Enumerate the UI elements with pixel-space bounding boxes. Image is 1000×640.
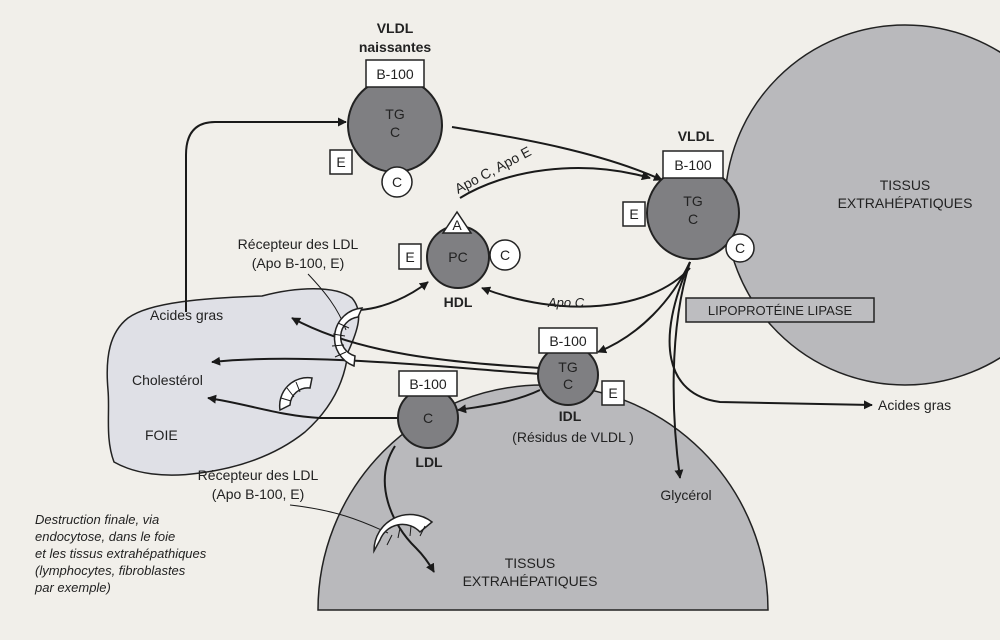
ldl-to-tissue-arrow: [383, 445, 435, 573]
idl-subtitle: (Résidus de VLDL ): [512, 429, 634, 445]
liver-to-hdl-arrow: [359, 281, 429, 311]
nascent-vldl-apo-e-label: E: [336, 154, 345, 170]
receptor-top: [333, 307, 364, 368]
hdl-pc-label: PC: [448, 249, 467, 265]
hdl-particle: A PC E C HDL: [398, 210, 521, 310]
ldl-c-label: C: [423, 410, 433, 426]
receptor-bottom-leader: [289, 504, 389, 534]
vldl-to-glycerol-arrow: [672, 261, 691, 479]
vldl-apo-b100-box: [662, 150, 724, 179]
fatty-acids-output-label: Acides gras: [878, 397, 951, 413]
idl-to-liver-cholesterol-arrow: [211, 356, 541, 375]
vldl-to-hdl-apo-c-arrow: [481, 267, 691, 308]
liver-fatty-acids-label: Acides gras: [150, 307, 223, 323]
idl-tg-label: TG: [558, 359, 577, 375]
nascent-vldl-title-1: VLDL: [377, 20, 414, 36]
vldl-to-fatty-acids-arrow: [668, 261, 873, 410]
apo-c-return-label: Apo C: [547, 295, 585, 310]
note-line-5: par exemple): [34, 580, 111, 595]
liver-label: FOIE: [145, 427, 178, 443]
idl-apo-b100-box: [538, 327, 598, 354]
vldl-to-idl-arrow: [597, 261, 691, 354]
tissue-right-label-1: TISSUS: [880, 177, 931, 193]
idl-to-liver-fatty-acids-arrow: [291, 317, 541, 369]
idl-to-ldl-arrow: [457, 389, 541, 414]
apo-transfer-arrow: [459, 167, 651, 199]
idl-apo-e-box: [601, 380, 625, 406]
liver-shape: [106, 288, 360, 476]
hdl-apo-e-label: E: [405, 249, 414, 265]
liver-to-nascent-vldl-arrow: [185, 117, 347, 312]
tissue-bottom-label-2: EXTRAHÉPATIQUES: [463, 573, 598, 589]
vldl-apo-c-label: C: [735, 240, 745, 256]
note-line-3: et les tissus extrahépathiques: [35, 546, 207, 561]
hdl-apo-e-box: [398, 243, 422, 270]
note-line-2: endocytose, dans le foie: [35, 529, 175, 544]
tissue-bottom-label-1: TISSUS: [505, 555, 556, 571]
nascent-vldl-to-vldl-arrow: [451, 126, 663, 181]
apo-transfer-label: Apo C, Apo E: [452, 143, 534, 197]
hdl-apo-a-triangle: [441, 210, 473, 234]
vldl-apo-e-label: E: [629, 206, 638, 222]
nascent-vldl-title-2: naissantes: [359, 39, 432, 55]
ldl-title: LDL: [415, 454, 443, 470]
idl-apo-e-label: E: [608, 385, 617, 401]
receptor-bottom-stripes: [386, 525, 426, 546]
vldl-tg-label: TG: [683, 193, 702, 209]
vldl-apo-e-box: [622, 201, 646, 227]
vldl-apo-c-circle: [725, 233, 755, 263]
vldl-title: VLDL: [678, 128, 715, 144]
vldl-apo-b100-label: B-100: [674, 157, 712, 173]
ldl-apo-b100-box: [398, 370, 458, 397]
liver-cholesterol-label: Cholestérol: [132, 372, 203, 388]
hdl-title: HDL: [444, 294, 473, 310]
nascent-vldl-apo-c-circle: [381, 166, 413, 198]
idl-core: [537, 344, 599, 406]
receptor-top-stripes: [331, 322, 350, 358]
receptor-bottom-label-1: Récepteur des LDL: [198, 467, 319, 483]
nascent-vldl-particle: VLDL naissantes B-100 TG C E C: [329, 20, 443, 198]
hdl-apo-a-label: A: [452, 217, 462, 233]
ldl-particle: B-100 C LDL: [397, 370, 459, 470]
note-line-4: (lymphocytes, fibroblastes: [35, 563, 186, 578]
idl-particle: B-100 TG C E IDL (Résidus de VLDL ): [512, 327, 634, 445]
glycerol-label: Glycérol: [660, 487, 711, 503]
nascent-vldl-apo-b100-box: [365, 59, 425, 88]
nascent-vldl-apo-c-label: C: [392, 174, 402, 190]
vldl-c-label: C: [688, 211, 698, 227]
receptor-bottom-label-2: (Apo B-100, E): [212, 486, 305, 502]
vldl-particle: VLDL B-100 TG C E C: [622, 128, 755, 263]
idl-title: IDL: [559, 408, 582, 424]
note-line-1: Destruction finale, via: [35, 512, 159, 527]
nascent-vldl-tg-label: TG: [385, 106, 404, 122]
nascent-vldl-apo-e-box: [329, 149, 353, 175]
idl-c-label: C: [563, 376, 573, 392]
receptor-top-label-2: (Apo B-100, E): [252, 255, 345, 271]
ldl-apo-b100-label: B-100: [409, 376, 447, 392]
hdl-apo-c-label: C: [500, 247, 510, 263]
nascent-vldl-c-label: C: [390, 124, 400, 140]
receptor-middle-stripes: [280, 381, 301, 402]
tissue-right-label-2: EXTRAHÉPATIQUES: [838, 195, 973, 211]
hdl-apo-c-circle: [489, 239, 521, 271]
receptor-bottom: [373, 513, 434, 554]
ldl-to-liver-cholesterol-arrow: [207, 394, 398, 419]
nascent-vldl-apo-b100-label: B-100: [376, 66, 414, 82]
lipase-label: LIPOPROTÉINE LIPASE: [708, 303, 853, 318]
idl-apo-b100-label: B-100: [549, 333, 587, 349]
receptor-top-label-1: Récepteur des LDL: [238, 236, 359, 252]
lipase-box: [685, 297, 875, 323]
